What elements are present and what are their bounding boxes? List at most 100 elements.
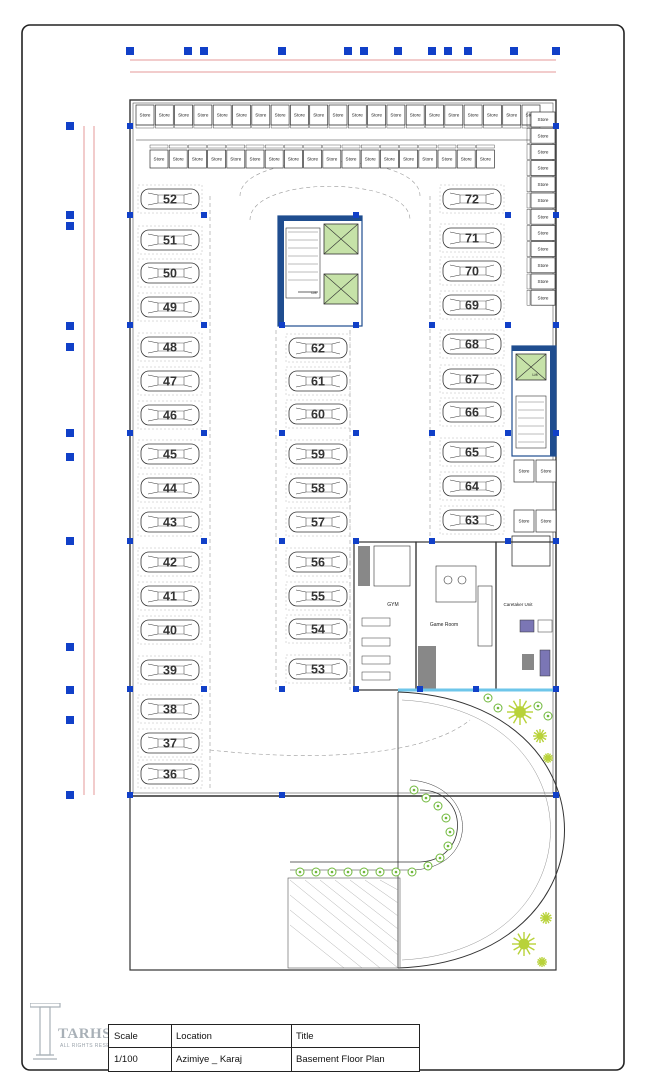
store-room: Store xyxy=(399,149,418,169)
store-room: Store xyxy=(232,104,251,126)
store-room: Store xyxy=(264,149,284,169)
parking-space: 57 xyxy=(285,507,351,537)
dimension-marker xyxy=(278,47,286,55)
store-label: Store xyxy=(468,113,479,118)
store-room: Store xyxy=(207,149,226,169)
store-room: Store xyxy=(322,149,342,169)
store-label: Store xyxy=(313,113,324,118)
shrub xyxy=(311,867,321,877)
column-marker xyxy=(127,792,133,798)
parking-number: 70 xyxy=(465,265,479,279)
parking-number: 43 xyxy=(163,516,177,530)
store-label: Store xyxy=(275,113,286,118)
parking-number: 65 xyxy=(465,446,479,460)
store-room: Store xyxy=(347,104,367,126)
lift-label: Lift xyxy=(532,372,538,377)
parking-number: 62 xyxy=(311,342,325,356)
column-marker xyxy=(353,322,359,328)
column-marker xyxy=(127,538,133,544)
dimension-marker xyxy=(66,122,74,130)
dimension-marker xyxy=(66,222,74,230)
store-label: Store xyxy=(346,157,357,162)
column-marker xyxy=(279,686,285,692)
parking-number: 69 xyxy=(465,299,479,313)
parking-space: 69 xyxy=(439,290,505,320)
store-room: Store xyxy=(530,144,556,160)
parking-number: 59 xyxy=(311,448,325,462)
column-marker xyxy=(279,322,285,328)
store-label: Store xyxy=(541,519,552,524)
store-room: Store xyxy=(476,149,495,169)
parking-number: 46 xyxy=(163,409,177,423)
store-label: Store xyxy=(403,157,414,162)
parking-space: 65 xyxy=(439,437,505,467)
store-room: Store xyxy=(284,149,303,169)
dimension-lines xyxy=(83,59,556,795)
store-room: Store xyxy=(154,104,174,126)
shrub xyxy=(483,693,493,703)
shrub xyxy=(441,813,451,823)
store-label: Store xyxy=(390,113,401,118)
store-label: Store xyxy=(307,157,318,162)
parking-space: 43 xyxy=(137,507,203,537)
dimension-markers xyxy=(66,47,560,799)
store-room: Store xyxy=(535,509,557,533)
column-marker xyxy=(505,322,511,328)
landscaping xyxy=(295,693,553,967)
dimension-marker xyxy=(510,47,518,55)
drive-aisle-lines xyxy=(209,161,471,790)
parking-number: 57 xyxy=(311,516,325,530)
parking-number: 44 xyxy=(163,482,177,496)
parking-number: 58 xyxy=(311,482,325,496)
dimension-marker xyxy=(66,537,74,545)
tree xyxy=(540,912,552,924)
store-room: Store xyxy=(367,104,386,126)
store-room: Store xyxy=(483,104,502,126)
column-marker xyxy=(279,538,285,544)
tree xyxy=(507,699,533,725)
store-room: Store xyxy=(168,149,188,169)
store-label: Store xyxy=(211,157,222,162)
store-room: Store xyxy=(513,509,535,533)
tree xyxy=(543,753,553,763)
column-marker xyxy=(553,686,559,692)
game-room-label: Game Room xyxy=(430,622,458,628)
parking-space: 63 xyxy=(439,505,505,535)
dimension-marker xyxy=(464,47,472,55)
shrub xyxy=(421,793,431,803)
column-marker xyxy=(553,123,559,129)
column-marker xyxy=(553,792,559,798)
shrub xyxy=(391,867,401,877)
column-marker xyxy=(127,430,133,436)
dimension-marker xyxy=(66,453,74,461)
dimension-marker xyxy=(66,343,74,351)
store-label: Store xyxy=(197,113,208,118)
dimension-marker xyxy=(344,47,352,55)
column-marker xyxy=(553,538,559,544)
store-label: Store xyxy=(461,157,472,162)
store-room: Store xyxy=(226,149,246,169)
parking-number: 47 xyxy=(163,375,177,389)
store-label: Store xyxy=(538,279,549,284)
store-room: Store xyxy=(245,149,265,169)
parking-number: 38 xyxy=(163,703,177,717)
store-label: Store xyxy=(384,157,395,162)
parking-space: 37 xyxy=(137,728,203,758)
store-room: Store xyxy=(380,149,399,169)
parking-number: 49 xyxy=(163,301,177,315)
parking-number: 72 xyxy=(465,193,479,207)
parking-number: 56 xyxy=(311,556,325,570)
store-label: Store xyxy=(506,113,517,118)
tarhsara-logo xyxy=(30,1003,61,1060)
shrub xyxy=(445,827,455,837)
dimension-marker xyxy=(360,47,368,55)
parking-number: 40 xyxy=(163,624,177,638)
parking-space: 42 xyxy=(137,547,203,577)
scale-value: 1/100 xyxy=(114,1054,138,1065)
dimension-marker xyxy=(200,47,208,55)
store-label: Store xyxy=(448,113,459,118)
parking-space: 66 xyxy=(439,397,505,427)
parking-space: 60 xyxy=(285,399,351,429)
parking-space: 53 xyxy=(285,654,351,684)
